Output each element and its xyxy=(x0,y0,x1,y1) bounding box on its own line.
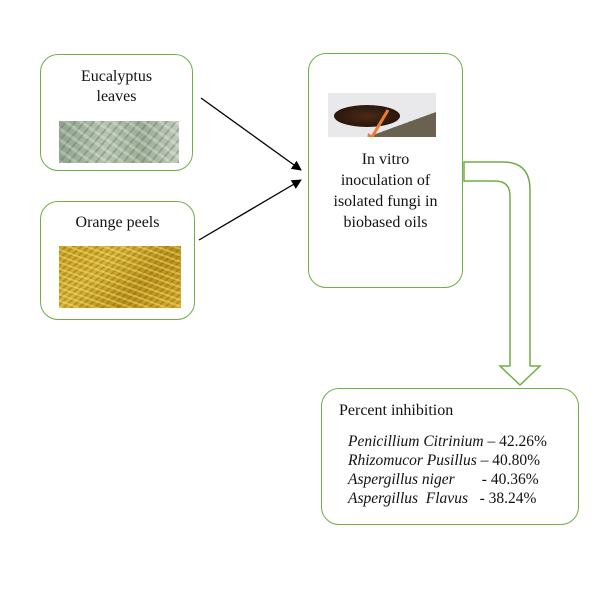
species-name: Rhizomucor Pusillus xyxy=(348,452,477,469)
result-item: Aspergillus niger - 40.36% xyxy=(348,470,547,489)
inhibition-value: 42.26% xyxy=(499,433,547,450)
eucalyptus-label-line1: Eucalyptus xyxy=(80,68,153,85)
species-name: Penicillium Citrinium xyxy=(348,433,484,450)
eucalyptus-leaves-photo xyxy=(59,121,179,163)
inhibition-value: 40.80% xyxy=(492,452,541,469)
result-list: Penicillium Citrinium – 42.26% Rhizomuco… xyxy=(348,432,547,508)
result-item: Penicillium Citrinium – 42.26% xyxy=(348,432,547,451)
eucalyptus-label: Eucalyptus leaves xyxy=(41,67,192,107)
separator: – xyxy=(483,433,500,450)
separator: - xyxy=(454,471,491,488)
petri-dish-photo xyxy=(328,93,436,137)
inhibition-value: 38.24% xyxy=(488,490,537,507)
result-item: Aspergillus Flavus - 38.24% xyxy=(348,489,547,508)
process-label-line: biobased oils xyxy=(343,214,428,231)
species-name: Aspergillus Flavus xyxy=(348,490,468,507)
separator: - xyxy=(467,490,489,507)
process-box-in-vitro-inoculation: In vitro inoculation of isolated fungi i… xyxy=(308,53,463,288)
eucalyptus-label-line2: leaves xyxy=(96,88,137,105)
result-title: Percent inhibition xyxy=(339,402,454,419)
species-name: Aspergillus niger xyxy=(348,471,455,488)
separator: – xyxy=(476,452,493,469)
process-label: In vitro inoculation of isolated fungi i… xyxy=(309,149,462,233)
process-label-line: In vitro xyxy=(361,151,410,168)
inhibition-value: 40.36% xyxy=(490,471,539,488)
result-box-percent-inhibition: Percent inhibition Penicillium Citrinium… xyxy=(321,388,579,525)
orange-pointer-arrow-icon xyxy=(367,109,390,137)
arrow-eucalyptus-to-process xyxy=(200,97,302,171)
process-label-line: isolated fungi in xyxy=(333,193,438,210)
process-label-line: inoculation of xyxy=(340,172,431,189)
arrow-orange-to-process xyxy=(198,179,302,241)
input-box-orange-peels: Orange peels xyxy=(40,201,195,320)
input-box-eucalyptus-leaves: Eucalyptus leaves xyxy=(40,54,193,171)
petri-dish-shape xyxy=(334,105,400,127)
orange-peels-label: Orange peels xyxy=(75,214,160,231)
bent-arrow-process-to-result xyxy=(463,161,542,387)
orange-peels-photo xyxy=(59,246,181,308)
result-item: Rhizomucor Pusillus – 40.80% xyxy=(348,451,547,470)
